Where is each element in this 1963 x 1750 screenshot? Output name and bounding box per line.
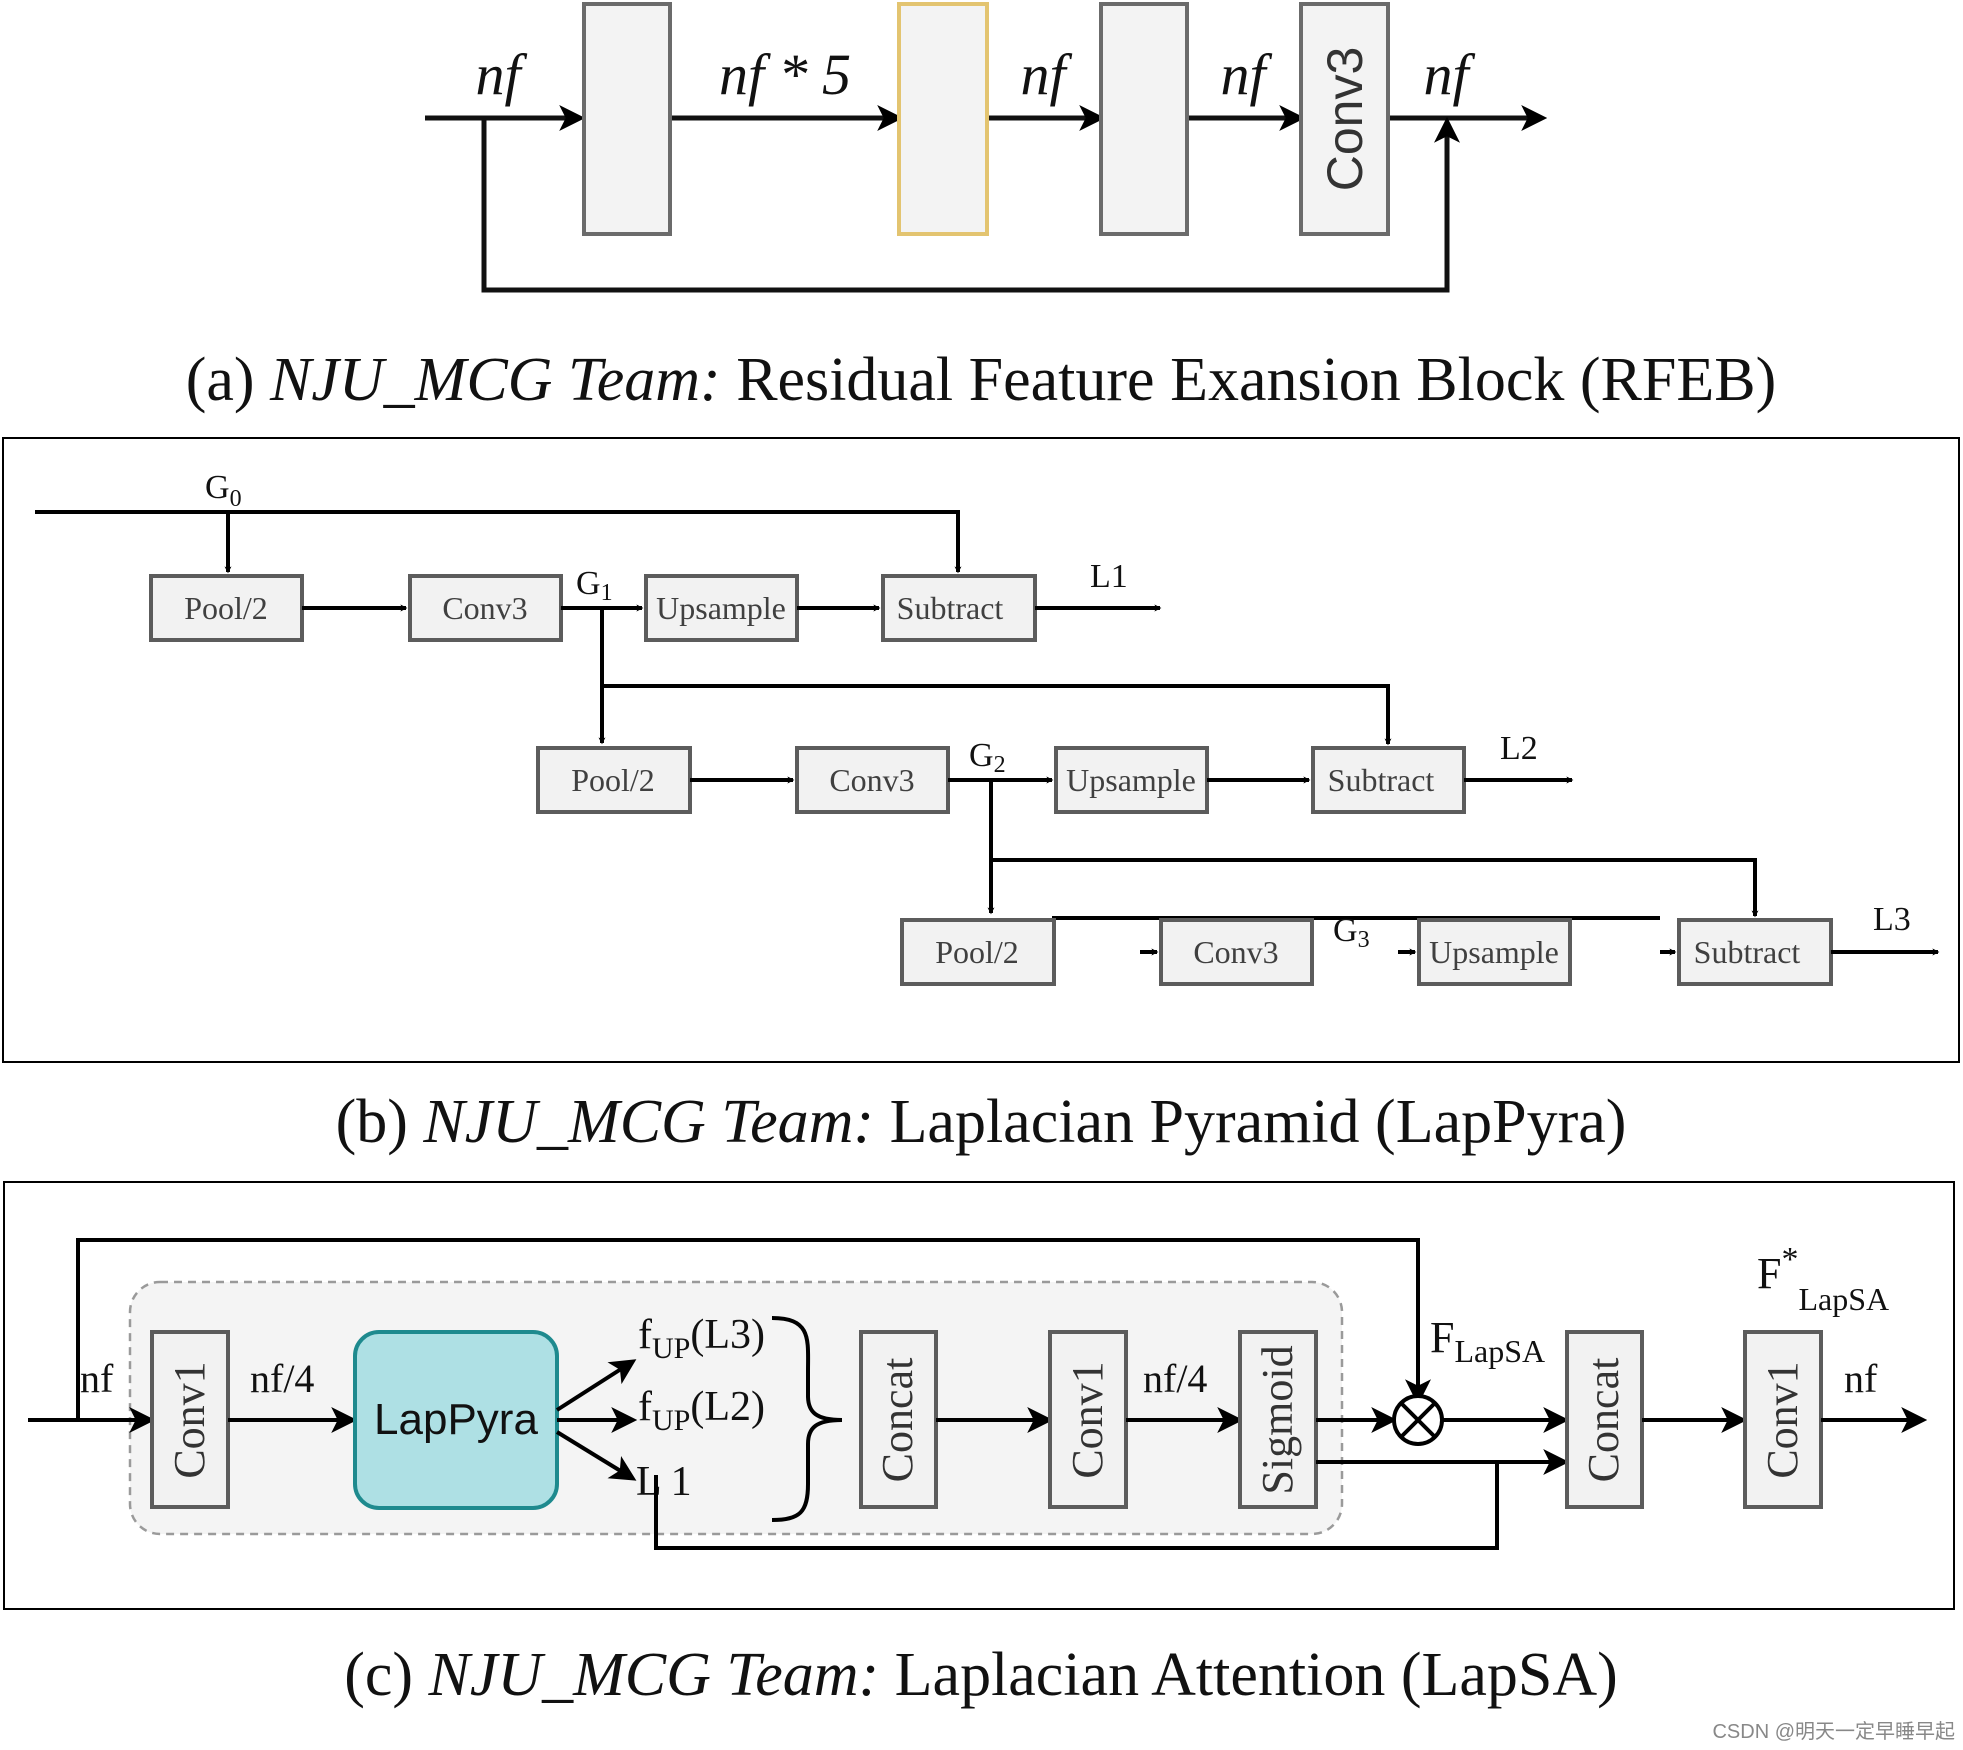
subtract-3: [1677, 918, 1833, 986]
fup-l3-label: fUP(L3): [638, 1312, 765, 1365]
g2-skip-line: [989, 780, 1759, 918]
lapsa-diagram: nf Conv1 nf/4 LapPyra fUP(L3) fUP(L2) L …: [3, 1181, 1955, 1610]
pool-1-label: Pool/2: [184, 590, 268, 626]
watermark: CSDN @明天一定早睡早起: [1712, 1720, 1955, 1743]
l2-label: L2: [1500, 730, 1538, 767]
lapsa-nf4-a-label: nf/4: [250, 1356, 314, 1401]
upsample-1: [644, 574, 799, 642]
g2-label: G2: [969, 737, 1006, 778]
pool-3: [900, 918, 1056, 986]
rfeb-label-nf-2: nf: [1020, 42, 1072, 107]
lapsa-sigmoid: [1238, 1330, 1318, 1509]
lapsa-nf-in-label: nf: [80, 1356, 114, 1401]
pool-2-label: Pool/2: [571, 762, 655, 798]
l1-arrow: [555, 1430, 637, 1481]
upsample-2-label: Upsample: [1066, 762, 1196, 798]
rfeb-label-nf-3: nf: [1220, 42, 1272, 107]
lapsa-concat-a-label: Concat: [873, 1358, 922, 1483]
lapsa-conv1-a-label: Conv1: [165, 1361, 214, 1478]
lapsa-concat-b: [1565, 1330, 1644, 1509]
lapsa-conv1-a: [150, 1330, 230, 1509]
fstar-label: F*LapSA: [1757, 1241, 1889, 1317]
lappyra-diagram: G0 Pool/2 Conv3 G1 Upsample Subtract L1 …: [2, 437, 1960, 1063]
conv-3: [1159, 918, 1314, 986]
lapsa-conv1-c: [1743, 1330, 1823, 1509]
rfeb-conv3-label: Conv3: [1317, 47, 1373, 192]
rfeb-label-nf5: nf * 5: [719, 42, 851, 107]
upsample-3: [1417, 918, 1572, 986]
lapsa-nf-out-label: nf: [1844, 1356, 1878, 1401]
rfeb-block-expansion: [897, 2, 989, 236]
rfeb-skip-connection: [481, 116, 1460, 293]
fup-l2-label: fUP(L2): [638, 1384, 765, 1437]
l1-text-label: L 1: [636, 1459, 692, 1505]
multiply-icon: [1392, 1394, 1444, 1446]
g1-skip-line: [600, 608, 1392, 746]
subtract-1-label: Subtract: [897, 590, 1004, 626]
conv-1-label: Conv3: [442, 590, 527, 626]
lapsa-skip-top: [76, 1238, 1431, 1420]
lapsa-conv1-b: [1048, 1330, 1128, 1509]
rfeb-label-nf-out: nf: [1423, 42, 1475, 107]
lappyra-caption: (b) NJU_MCG Team: Laplacian Pyramid (Lap…: [336, 1088, 1627, 1156]
rfeb-conv3-block: [1299, 2, 1390, 236]
flapsa-label: FLapSA: [1430, 1313, 1545, 1369]
g1-label: G1: [576, 565, 613, 606]
lapsa-conv1-c-label: Conv1: [1758, 1361, 1807, 1478]
rfeb-label-nf-in: nf: [475, 42, 527, 107]
subtract-3-label: Subtract: [1694, 934, 1801, 970]
conv-2-label: Conv3: [829, 762, 914, 798]
rfeb-block-3: [1099, 2, 1189, 236]
subtract-2-label: Subtract: [1328, 762, 1435, 798]
lapsa-sigmoid-label: Sigmoid: [1253, 1345, 1302, 1494]
subtract-1: [881, 574, 1037, 642]
l3-label: L3: [1873, 901, 1911, 938]
rfeb-caption: (a) NJU_MCG Team: Residual Feature Exans…: [186, 346, 1777, 414]
l1-label: L1: [1090, 558, 1128, 595]
conv-3-label: Conv3: [1193, 934, 1278, 970]
upsample-3-label: Upsample: [1429, 934, 1559, 970]
lapsa-concat-a: [859, 1330, 938, 1509]
brace: [771, 1316, 843, 1522]
lapsa-nf4-b-label: nf/4: [1143, 1356, 1207, 1401]
g0-skip-line: [35, 510, 962, 574]
lapsa-caption: (c) NJU_MCG Team: Laplacian Attention (L…: [344, 1641, 1618, 1709]
g0-label: G0: [205, 469, 242, 512]
subtract-2: [1311, 746, 1466, 814]
fup-l3-arrow: [555, 1359, 637, 1412]
lapsa-conv1-b-label: Conv1: [1063, 1361, 1112, 1478]
rfeb-block-1: [582, 2, 672, 236]
pool-2: [536, 746, 692, 814]
pool-3-label: Pool/2: [935, 934, 1019, 970]
rfeb-diagram: Conv3 nf nf * 5 nf nf nf: [425, 2, 1548, 293]
upsample-1-label: Upsample: [656, 590, 786, 626]
l1-bypass-line: [654, 1462, 1499, 1550]
g3-label: G3: [1333, 912, 1370, 953]
lapsa-concat-b-label: Concat: [1579, 1358, 1628, 1483]
lappyra-block-label: LapPyra: [374, 1395, 538, 1444]
